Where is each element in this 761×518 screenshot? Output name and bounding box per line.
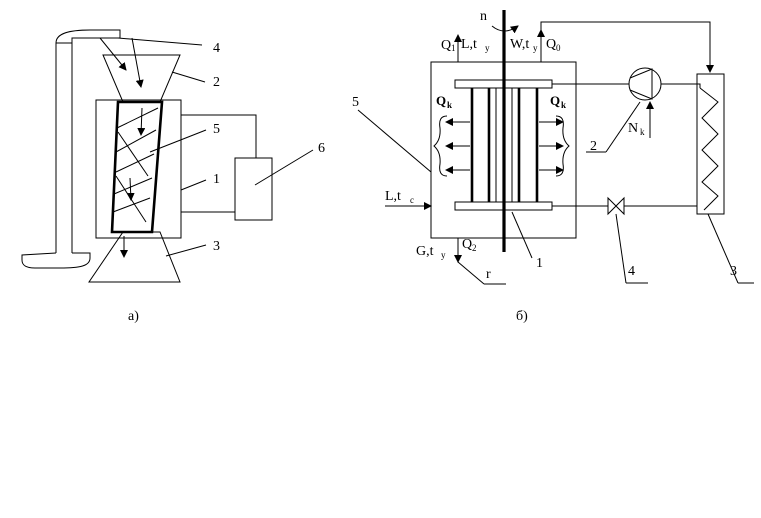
- label-lt-sub: y: [485, 43, 490, 53]
- callout-3: 3: [213, 239, 220, 254]
- label-gt-sub: y: [441, 250, 446, 260]
- caption-a: а): [128, 309, 139, 324]
- label-ltc: L,t: [385, 189, 401, 204]
- label-wt-sub: y: [533, 43, 538, 53]
- label-q2: Q: [462, 237, 472, 252]
- callout-3: 3: [730, 264, 737, 279]
- rods: [470, 88, 539, 202]
- rotation-arrow: [491, 25, 519, 34]
- flow-arrow: [137, 107, 146, 136]
- bottom-funnel: [88, 231, 181, 283]
- flow-arrow: [126, 177, 135, 201]
- label-q1: Q: [441, 38, 451, 53]
- flow-arrow: [99, 37, 127, 71]
- helical-blades: [112, 107, 159, 223]
- label-q1-sub: 1: [451, 43, 456, 53]
- callout-2: 2: [213, 75, 220, 90]
- label-qk-right-sub: k: [561, 100, 566, 110]
- callout-4: 4: [213, 41, 220, 56]
- callout-1: 1: [536, 256, 543, 271]
- label-qk-left: Q: [436, 93, 446, 108]
- label-q2-sub: 2: [472, 243, 477, 253]
- condenser: [696, 73, 725, 215]
- callout-2: 2: [590, 139, 597, 154]
- drive-wire-top: [181, 114, 257, 158]
- callout-1: 1: [213, 172, 220, 187]
- callout-4: 4: [628, 264, 635, 279]
- diagram-a: 4 2 5 1 6 3 а): [21, 29, 325, 324]
- compressor: [628, 67, 662, 101]
- label-qk-right: Q: [550, 93, 560, 108]
- label-nk-sub: k: [640, 127, 645, 137]
- stand-cap: [55, 29, 121, 44]
- label-n: n: [480, 9, 487, 24]
- callout-6: 6: [318, 141, 325, 156]
- callout-5: 5: [213, 122, 220, 137]
- housing: [95, 99, 182, 239]
- heat-arrows-left: [433, 115, 470, 177]
- label-qk-left-sub: k: [447, 100, 452, 110]
- label-q0-sub: 0: [556, 43, 561, 53]
- grinding-chamber: [110, 100, 164, 234]
- label-ltc-sub: c: [410, 195, 414, 205]
- feed-line-top: [540, 21, 714, 73]
- pipe-compressor-to-condenser: [661, 83, 701, 88]
- heat-arrows-right: [539, 115, 570, 177]
- drive-box: [234, 157, 273, 221]
- stand-base: [21, 252, 91, 269]
- flow-arrow: [131, 37, 144, 88]
- diagram-b: n Q 1 L,t y W,t y Q 0 Q k Q k: [352, 9, 754, 324]
- callout-5: 5: [352, 95, 359, 110]
- expansion-valve: [607, 196, 625, 216]
- label-r: r: [486, 267, 491, 282]
- label-q0: Q: [546, 37, 556, 52]
- label-wt: W,t: [510, 37, 529, 52]
- top-funnel: [102, 54, 181, 103]
- label-lt: L,t: [461, 37, 477, 52]
- condenser-coil: [699, 87, 719, 211]
- caption-b: б): [516, 309, 528, 324]
- label-gt: G,t: [416, 244, 434, 259]
- label-nk: N: [628, 121, 638, 136]
